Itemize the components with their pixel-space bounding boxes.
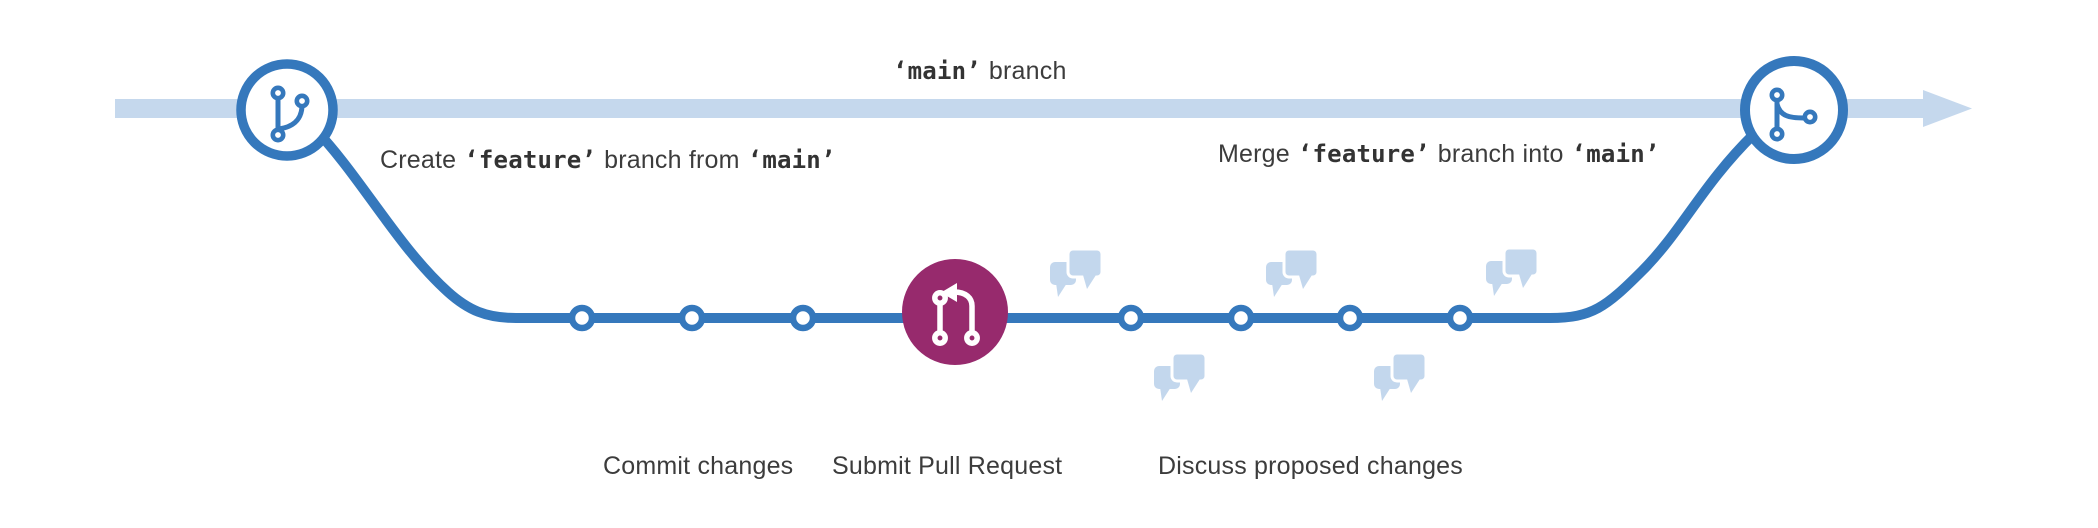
speech-bubbles-icon	[1048, 247, 1104, 299]
branch-node-circle	[236, 59, 338, 161]
commit-dot	[678, 304, 706, 332]
merge-node-circle	[1740, 56, 1848, 164]
main-branch-word: branch	[988, 57, 1067, 85]
main-branch-band	[115, 90, 1972, 127]
commit-changes-label: Commit changes	[603, 452, 794, 480]
discuss-changes-label: Discuss proposed changes	[1158, 452, 1463, 480]
pull-request-badge	[902, 259, 1008, 365]
commit-dot	[568, 304, 596, 332]
commit-dot	[1227, 304, 1255, 332]
branch-node	[236, 59, 338, 161]
submit-pull-request-label: Submit Pull Request	[832, 452, 1063, 480]
feature-code: ‘feature’	[1297, 140, 1430, 168]
commit-dot	[1446, 304, 1474, 332]
commit-dot	[789, 304, 817, 332]
merge-branch-label: Merge‘feature’branch into‘main’	[1218, 140, 1660, 168]
create-branch-label: Create‘feature’branch from‘main’	[380, 146, 836, 174]
main-branch-bar	[115, 99, 1930, 118]
speech-bubbles-icon	[1372, 351, 1428, 403]
commit-dot	[1336, 304, 1364, 332]
pull-request-circle	[902, 259, 1008, 365]
feature-code: ‘feature’	[464, 146, 597, 174]
main-code: ‘main’	[893, 57, 981, 85]
main-code: ‘main’	[1571, 140, 1660, 168]
arrow-right-icon	[1923, 90, 1972, 127]
pull-request-icon	[932, 283, 980, 346]
commit-dot	[1117, 304, 1145, 332]
feature-branch-line	[307, 121, 1759, 323]
merge-node	[1740, 56, 1848, 164]
main-branch-label: ‘main’branch	[893, 57, 1067, 86]
git-branch-icon	[270, 85, 310, 143]
main-code: ‘main’	[747, 146, 836, 174]
speech-bubbles-icon	[1484, 246, 1540, 298]
git-merge-icon	[1769, 87, 1818, 142]
speech-bubbles-icon	[1152, 351, 1208, 403]
speech-bubbles-icon	[1264, 247, 1320, 299]
commit-dots	[568, 304, 1474, 332]
